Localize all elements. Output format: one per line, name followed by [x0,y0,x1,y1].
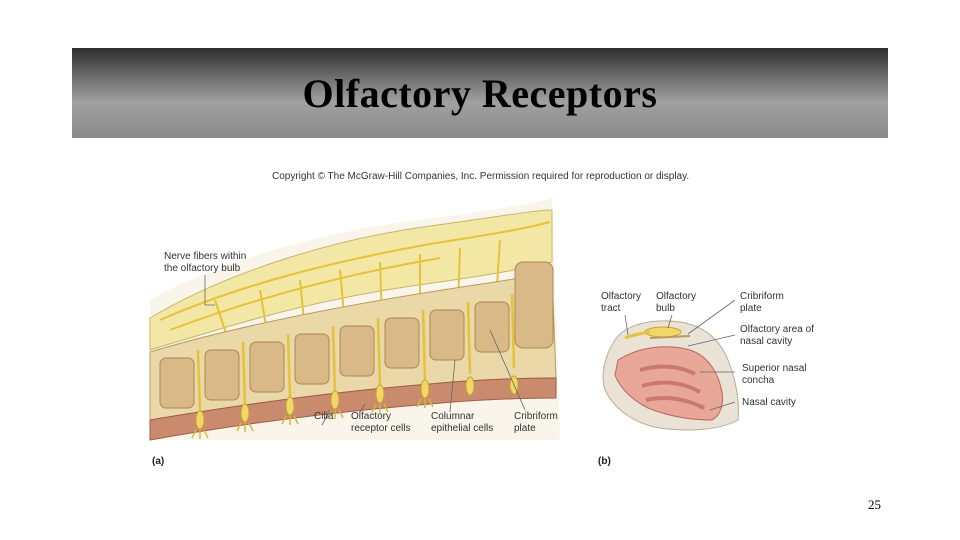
title-bar: Olfactory Receptors [72,48,888,138]
label-nerve-fibers: Nerve fibers within the olfactory bulb [164,251,247,274]
cribriform-b [649,335,691,339]
page-number: 25 [868,497,881,512]
slide-title: Olfactory Receptors [302,70,658,116]
leader-lines-b [624,299,736,411]
olfactory-bulb-b [644,326,682,338]
conchae [639,364,705,410]
label-cribriform-plate-a: Cribriform plate [514,411,558,434]
leader-lines-a [204,275,526,426]
olfactory-tract-b [624,330,651,340]
label-cribriform-plate-b: Cribriform plate [740,291,784,314]
copyright-notice: Copyright © The McGraw-Hill Companies, I… [272,171,690,182]
nasal-diagram [602,320,739,431]
label-olfactory-bulb: Olfactory bulb [656,291,697,314]
cilia [191,398,434,439]
bone-chambers [159,261,554,409]
epithelium-layer [149,377,557,441]
receptor-axons [196,293,516,413]
label-olfactory-tract: Olfactory tract [601,291,642,314]
panel-label-a: (a) [152,456,165,467]
label-nasal-cavity: Nasal cavity [742,397,796,408]
panel-label-b: (b) [598,456,611,467]
label-columnar-epithelial-cells: Columnar epithelial cells [431,411,494,434]
label-olfactory-receptor-cells: Olfactory receptor cells [351,411,411,434]
label-olfactory-area: Olfactory area of nasal cavity [740,324,814,347]
label-cilia: Cilia [314,411,334,422]
label-superior-nasal-concha: Superior nasal concha [742,363,807,386]
